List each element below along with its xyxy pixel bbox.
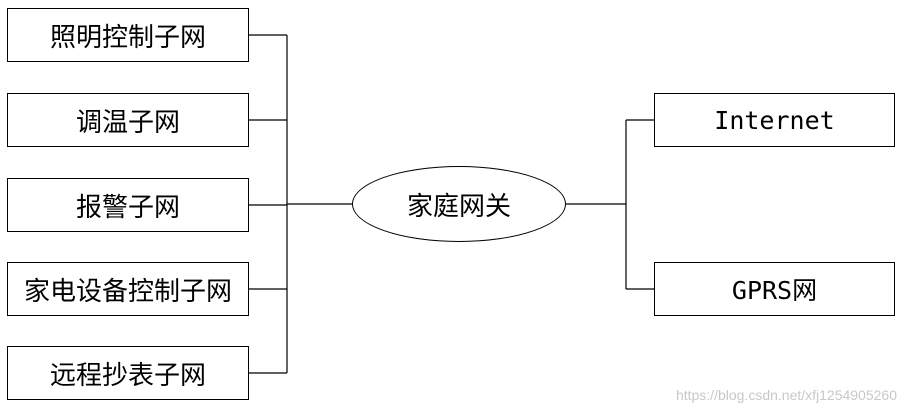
node-label: GPRS网 [731,276,818,305]
node-label: Internet [714,105,835,135]
gateway-label: 家庭网关 [406,191,511,222]
node-label: 家电设备控制子网 [23,276,232,307]
node-label: 调温子网 [75,107,180,138]
node-appliance-control-subnet: 家电设备控制子网 [7,262,249,316]
node-internet: Internet [654,93,895,147]
watermark-text: https://blog.csdn.net/xfj1254905260 [675,387,897,403]
node-lighting-subnet: 照明控制子网 [7,8,249,62]
node-temperature-subnet: 调温子网 [7,93,249,147]
node-gprs-network: GPRS网 [654,262,895,316]
node-home-gateway: 家庭网关 [352,166,566,242]
node-label: 照明控制子网 [49,22,206,53]
node-label: 远程抄表子网 [49,360,206,391]
node-meter-reading-subnet: 远程抄表子网 [7,346,249,400]
node-alarm-subnet: 报警子网 [7,178,249,232]
node-label: 报警子网 [75,192,180,223]
